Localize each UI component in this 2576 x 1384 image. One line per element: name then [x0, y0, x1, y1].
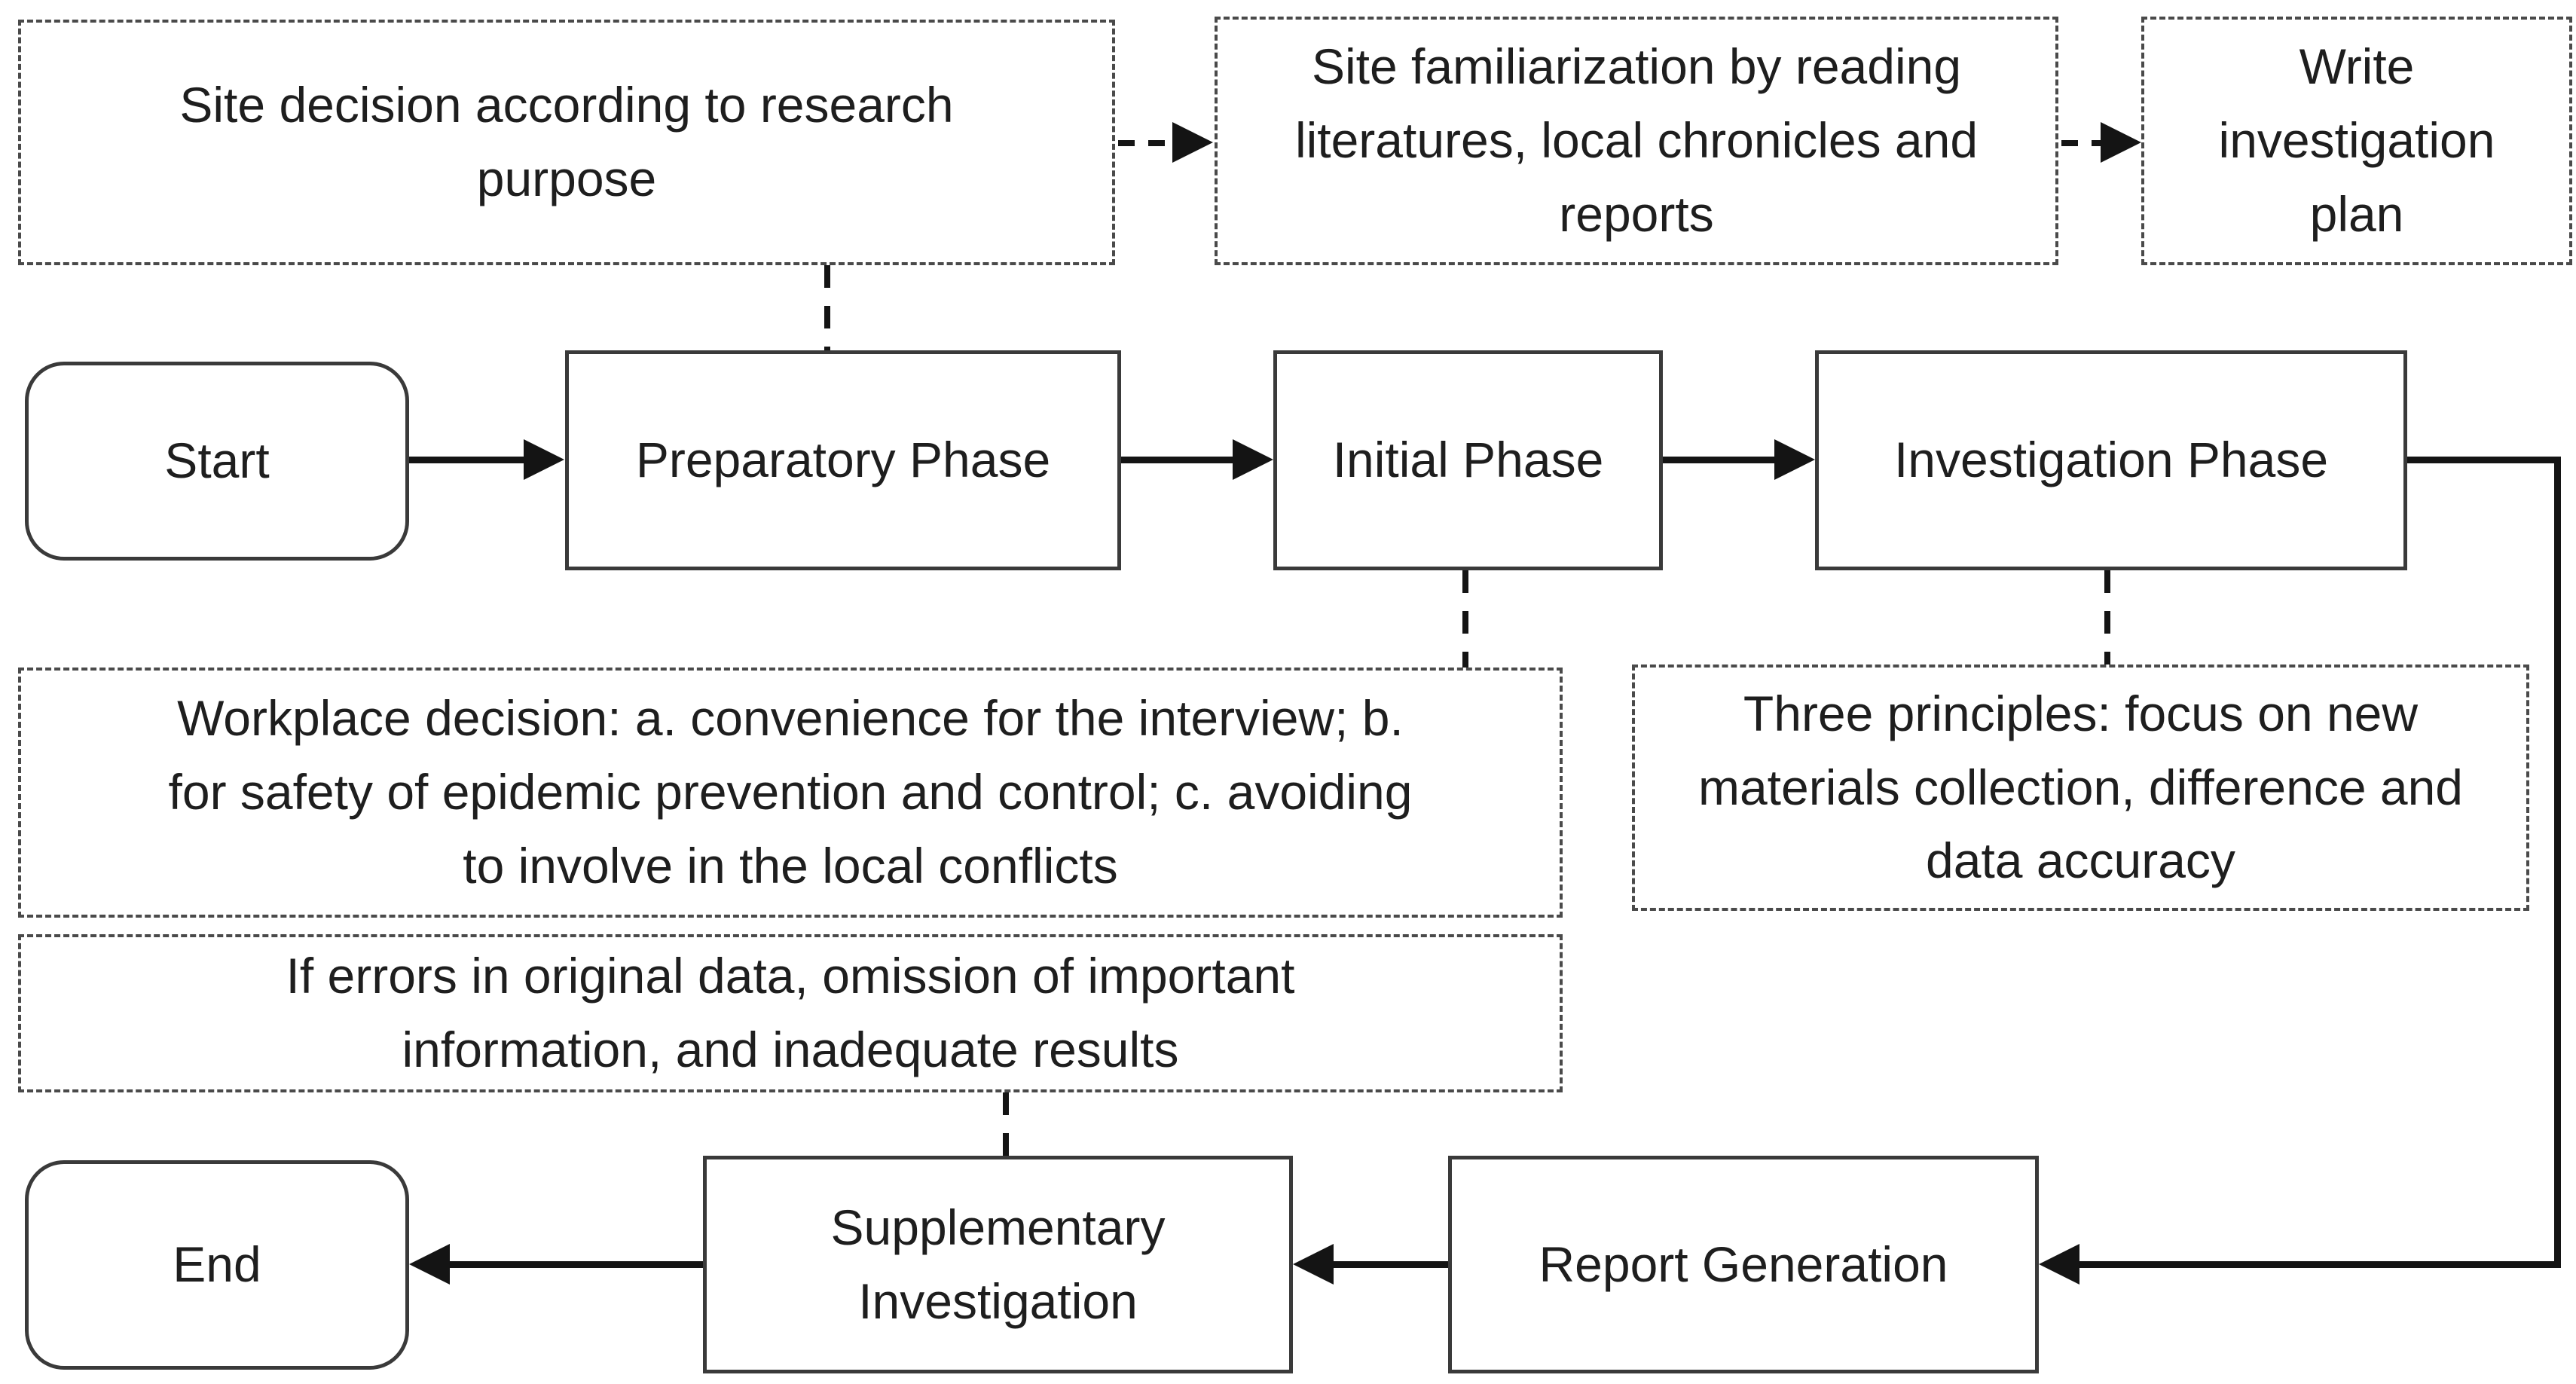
arrowhead-left-icon [2039, 1244, 2079, 1285]
note-workplace-decision: Workplace decision: a. convenience for t… [18, 668, 1563, 918]
investigation-phase-node: Investigation Phase [1815, 350, 2407, 570]
edge-dashed-line [1118, 140, 1172, 146]
edge-line [450, 1261, 703, 1268]
report-generation-node: Report Generation [1448, 1156, 2039, 1373]
note-three-principles: Three principles: focus on new materials… [1632, 665, 2529, 911]
arrowhead-right-icon [524, 439, 564, 480]
supplementary-investigation-node: Supplementary Investigation [703, 1156, 1293, 1373]
edge-line-top [2407, 457, 2561, 463]
initial-phase-node: Initial Phase [1273, 350, 1663, 570]
arrowhead-right-icon [1172, 122, 1213, 163]
arrowhead-left-icon [1293, 1244, 1334, 1285]
arrowhead-right-icon [2101, 122, 2141, 163]
note-if-errors: If errors in original data, omission of … [18, 934, 1563, 1092]
preparatory-phase-node: Preparatory Phase [565, 350, 1121, 570]
note-three-principles-label: Three principles: focus on new materials… [1697, 685, 2463, 889]
edge-line-bottom [2079, 1261, 2561, 1268]
edge-site-decision-to-preparatory [824, 265, 830, 350]
note-site-familiarization: Site familiarization by reading literatu… [1215, 17, 2058, 265]
edge-errors-to-supplementary [1003, 1092, 1009, 1156]
arrowhead-right-icon [1774, 439, 1815, 480]
note-site-decision-label: Site decision according to research purp… [179, 77, 954, 206]
report-generation-label: Report Generation [1539, 1236, 1948, 1292]
arrowhead-left-icon [409, 1244, 450, 1285]
note-workplace-decision-label: Workplace decision: a. convenience for t… [168, 690, 1413, 894]
note-write-investigation-plan-label: Write investigation plan [2218, 38, 2495, 242]
arrowhead-right-icon [1233, 439, 1273, 480]
investigation-phase-label: Investigation Phase [1893, 432, 2329, 488]
edge-line [1121, 457, 1233, 463]
note-write-investigation-plan: Write investigation plan [2141, 17, 2572, 265]
note-site-familiarization-label: Site familiarization by reading literatu… [1294, 38, 1979, 242]
preparatory-phase-label: Preparatory Phase [635, 432, 1051, 488]
edge-line-right [2554, 457, 2561, 1267]
edge-line [1334, 1261, 1448, 1268]
note-if-errors-label: If errors in original data, omission of … [286, 948, 1295, 1077]
edge-dashed-line [2061, 140, 2101, 146]
edge-investigation-to-principles [2104, 570, 2110, 665]
note-site-decision: Site decision according to research purp… [18, 20, 1115, 265]
supplementary-investigation-label: Supplementary Investigation [830, 1199, 1166, 1329]
initial-phase-label: Initial Phase [1332, 432, 1604, 488]
edge-line [1663, 457, 1774, 463]
end-label: End [173, 1236, 261, 1293]
start-label: Start [164, 432, 270, 489]
end-node: End [25, 1160, 409, 1370]
start-node: Start [25, 362, 409, 561]
edge-line [409, 457, 524, 463]
edge-initial-to-workplace [1462, 570, 1468, 668]
